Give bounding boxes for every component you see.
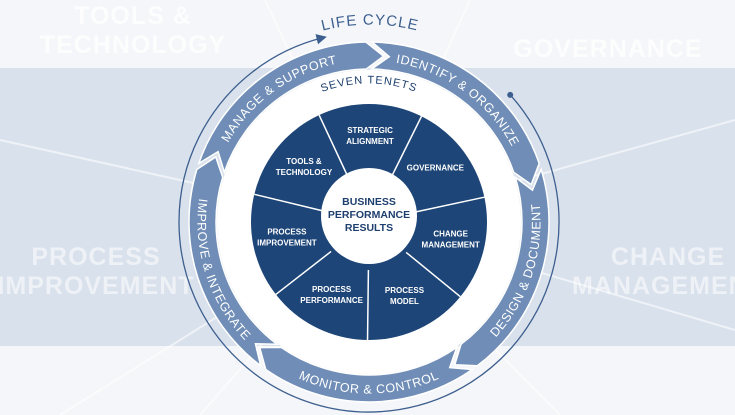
bg-word-process-improvement: PROCESS IMPROVEMENT — [0, 243, 195, 300]
tenet-divider — [389, 115, 423, 180]
lifecycle-segment — [188, 155, 280, 368]
bg-word-governance: GOVERNANCE — [513, 35, 703, 63]
lifecycle-segment — [197, 41, 385, 175]
lifecycle-arrow — [178, 34, 560, 413]
tenet-dividers — [254, 114, 485, 341]
tenet-divider — [405, 251, 461, 298]
tenet-divider — [275, 250, 332, 296]
tenet-divider — [254, 193, 323, 212]
tenet-divider — [366, 269, 370, 341]
center-circle — [321, 168, 417, 264]
lifecycle-title: LIFE CYCLE — [320, 12, 421, 35]
lifecycle-arrow-tail — [507, 91, 514, 98]
lifecycle-segment — [258, 345, 475, 403]
lifecycle-segment — [453, 167, 550, 367]
tenet-divider — [415, 196, 485, 213]
lifecycle-segment — [369, 41, 540, 186]
tenet-label: TOOLS &TECHNOLOGY — [276, 157, 333, 177]
tenet-label: GOVERNANCE — [407, 163, 465, 172]
bg-word-change-management: CHANGE MANAGEMENT — [572, 243, 735, 300]
tenet-divider — [318, 114, 350, 179]
bg-word-tools: TOOLS & TECHNOLOGY — [39, 2, 227, 59]
